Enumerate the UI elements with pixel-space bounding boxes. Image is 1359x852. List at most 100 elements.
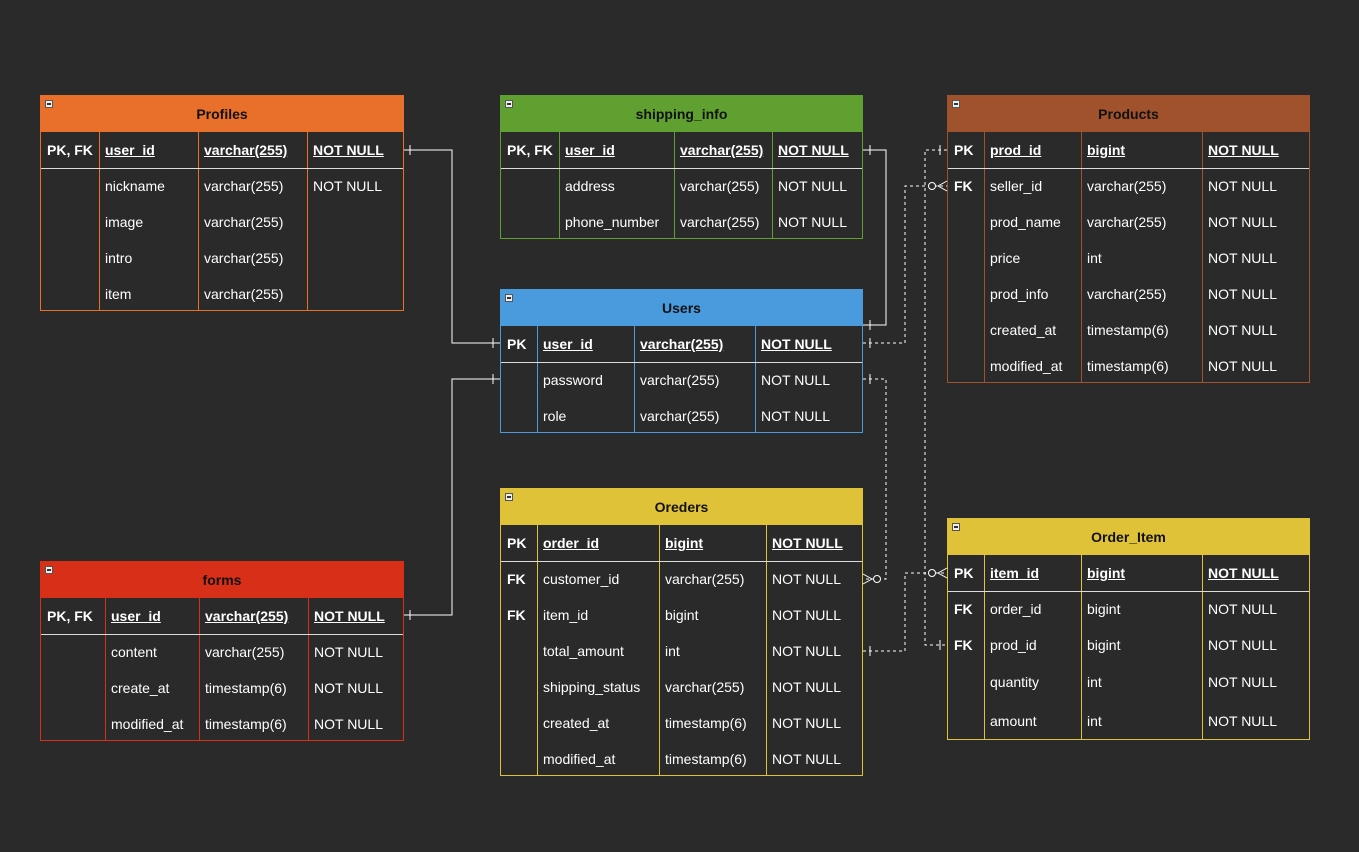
column-type: varchar(255) xyxy=(665,679,745,695)
column-name: modified_at xyxy=(111,716,184,732)
column-type: varchar(255) xyxy=(640,336,724,352)
column-divider xyxy=(307,132,308,310)
column-type: varchar(255) xyxy=(640,408,720,424)
column-type: varchar(255) xyxy=(204,214,284,230)
column-type: int xyxy=(1087,674,1102,690)
table-header[interactable]: Users xyxy=(501,290,862,326)
column-divider xyxy=(772,132,773,238)
column-divider xyxy=(984,132,985,382)
collapse-icon[interactable] xyxy=(505,493,513,501)
column-type: varchar(255) xyxy=(640,372,720,388)
column-name: create_at xyxy=(111,680,170,696)
column-name: user_id xyxy=(111,608,161,624)
column-type: timestamp(6) xyxy=(1087,358,1169,374)
column-key: PK, FK xyxy=(47,608,93,624)
column-name: modified_at xyxy=(543,751,616,767)
column-type: timestamp(6) xyxy=(665,715,747,731)
column-type: varchar(255) xyxy=(680,178,760,194)
column-name: total_amount xyxy=(543,643,624,659)
column-type: timestamp(6) xyxy=(205,680,287,696)
column-type: varchar(255) xyxy=(204,250,284,266)
column-null: NOT NULL xyxy=(314,608,385,624)
column-null: NOT NULL xyxy=(1208,358,1277,374)
column-null: NOT NULL xyxy=(761,408,830,424)
column-type: int xyxy=(665,643,680,659)
column-null: NOT NULL xyxy=(772,607,841,623)
column-key: PK, FK xyxy=(507,142,553,158)
column-name: intro xyxy=(105,250,133,266)
collapse-icon[interactable] xyxy=(505,100,513,108)
column-type: varchar(255) xyxy=(665,571,745,587)
column-null: NOT NULL xyxy=(1208,674,1277,690)
users-products-line xyxy=(863,185,947,344)
column-name: order_id xyxy=(543,535,600,551)
column-name: prod_id xyxy=(990,142,1042,158)
shipping-users-line xyxy=(863,149,887,326)
column-name: phone_number xyxy=(565,214,660,230)
table-header[interactable]: shipping_info xyxy=(501,96,862,132)
column-null: NOT NULL xyxy=(1208,601,1277,617)
column-name: nickname xyxy=(105,178,165,194)
collapse-icon[interactable] xyxy=(952,100,960,108)
collapse-icon[interactable] xyxy=(952,523,960,531)
column-divider xyxy=(659,525,660,775)
column-null: NOT NULL xyxy=(772,679,841,695)
column-name: item_id xyxy=(990,565,1040,581)
column-name: address xyxy=(565,178,615,194)
table-title: Products xyxy=(1098,106,1159,122)
column-divider xyxy=(1202,555,1203,739)
table-header[interactable]: Oreders xyxy=(501,489,862,525)
column-type: varchar(255) xyxy=(680,214,760,230)
optional-marker xyxy=(928,569,936,577)
column-name: shipping_status xyxy=(543,679,641,695)
table-header[interactable]: forms xyxy=(41,562,403,598)
column-name: prod_id xyxy=(990,637,1037,653)
table-header[interactable]: Products xyxy=(948,96,1309,132)
column-type: bigint xyxy=(1087,637,1121,653)
column-type: varchar(255) xyxy=(204,286,284,302)
column-name: content xyxy=(111,644,157,660)
column-null: NOT NULL xyxy=(314,644,383,660)
collapse-icon[interactable] xyxy=(45,566,53,574)
column-type: varchar(255) xyxy=(1087,178,1167,194)
table-header[interactable]: Order_Item xyxy=(948,519,1309,555)
many-marker xyxy=(936,567,948,579)
column-type: int xyxy=(1087,250,1102,266)
optional-marker xyxy=(873,575,881,583)
column-name: item_id xyxy=(543,607,589,623)
collapse-icon[interactable] xyxy=(45,100,53,108)
column-divider xyxy=(755,326,756,432)
column-type: bigint xyxy=(665,607,699,623)
primary-key-divider xyxy=(948,591,1309,592)
collapse-icon[interactable] xyxy=(505,294,513,302)
column-null: NOT NULL xyxy=(1208,713,1277,729)
table-header[interactable]: Profiles xyxy=(41,96,403,132)
column-name: role xyxy=(543,408,567,424)
many-marker xyxy=(862,573,874,585)
column-null: NOT NULL xyxy=(1208,286,1277,302)
orders-orderitem-line xyxy=(863,572,947,652)
column-type: timestamp(6) xyxy=(665,751,747,767)
column-null: NOT NULL xyxy=(761,372,830,388)
column-name: price xyxy=(990,250,1021,266)
column-name: seller_id xyxy=(990,178,1043,194)
column-type: varchar(255) xyxy=(205,644,285,660)
column-name: modified_at xyxy=(990,358,1063,374)
column-divider xyxy=(766,525,767,775)
column-type: bigint xyxy=(1087,142,1126,158)
column-null: NOT NULL xyxy=(1208,214,1277,230)
column-type: varchar(255) xyxy=(205,608,289,624)
column-type: varchar(255) xyxy=(680,142,764,158)
column-divider xyxy=(674,132,675,238)
column-null: NOT NULL xyxy=(772,535,843,551)
table-title: Users xyxy=(662,300,701,316)
column-name: prod_name xyxy=(990,214,1061,230)
